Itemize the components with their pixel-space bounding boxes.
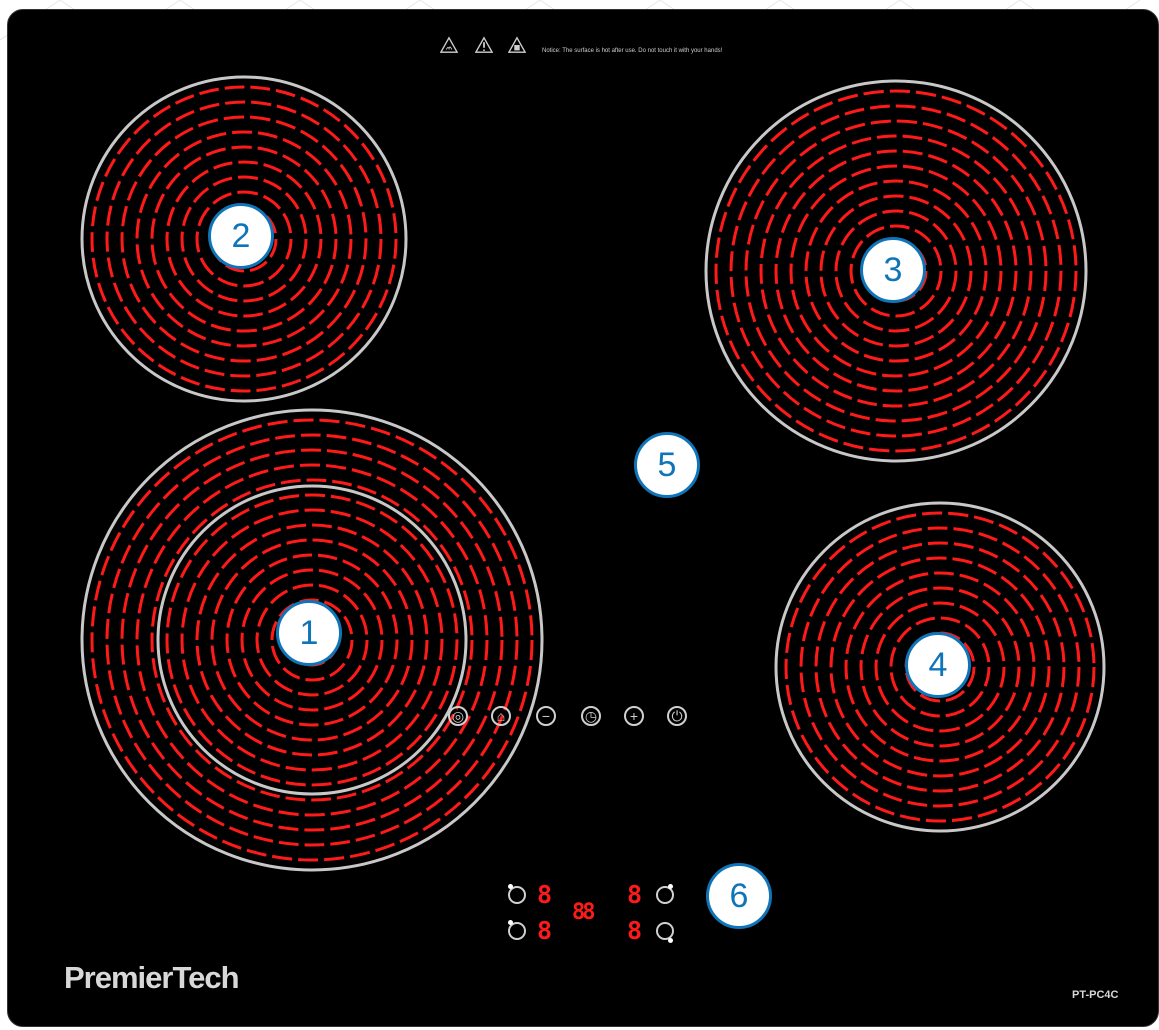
minus-icon[interactable]: − — [536, 706, 556, 726]
display-bottom-right: 8 — [627, 918, 642, 943]
callout-zone-2: 2 — [208, 203, 274, 269]
display-center: 88 — [572, 902, 593, 924]
zone-indicator-dot — [668, 938, 673, 943]
callout-zone-3: 3 — [860, 237, 926, 303]
zone-indicator-dot — [668, 884, 673, 889]
brand-logo: PremierTech — [64, 960, 239, 996]
power-icon[interactable]: ⏻ — [667, 706, 687, 726]
display-top-right: 8 — [627, 882, 642, 907]
general-warning-icon — [475, 36, 493, 54]
zone-select-icon[interactable]: ◎ — [448, 706, 468, 726]
plus-icon[interactable]: + — [624, 706, 644, 726]
read-manual-warning-icon — [508, 36, 526, 54]
zone-indicator-dot — [508, 884, 513, 889]
display-bottom-left: 8 — [537, 918, 552, 943]
hot-surface-notice: Notice: The surface is hot after use. Do… — [542, 48, 722, 54]
hot-surface-warning-icon — [440, 36, 458, 54]
callout-zone-1: 1 — [276, 600, 342, 666]
zone-indicator-dot — [508, 920, 513, 925]
callout-control-panel: 6 — [706, 863, 772, 929]
callout-zone-4: 4 — [905, 632, 971, 698]
lock-icon[interactable]: ⌂ — [491, 706, 511, 726]
timer-icon[interactable]: ◷ — [581, 706, 601, 726]
model-number: PT-PC4C — [1072, 989, 1118, 1001]
callout-glass-surface: 5 — [634, 432, 700, 498]
display-top-left: 8 — [537, 882, 552, 907]
